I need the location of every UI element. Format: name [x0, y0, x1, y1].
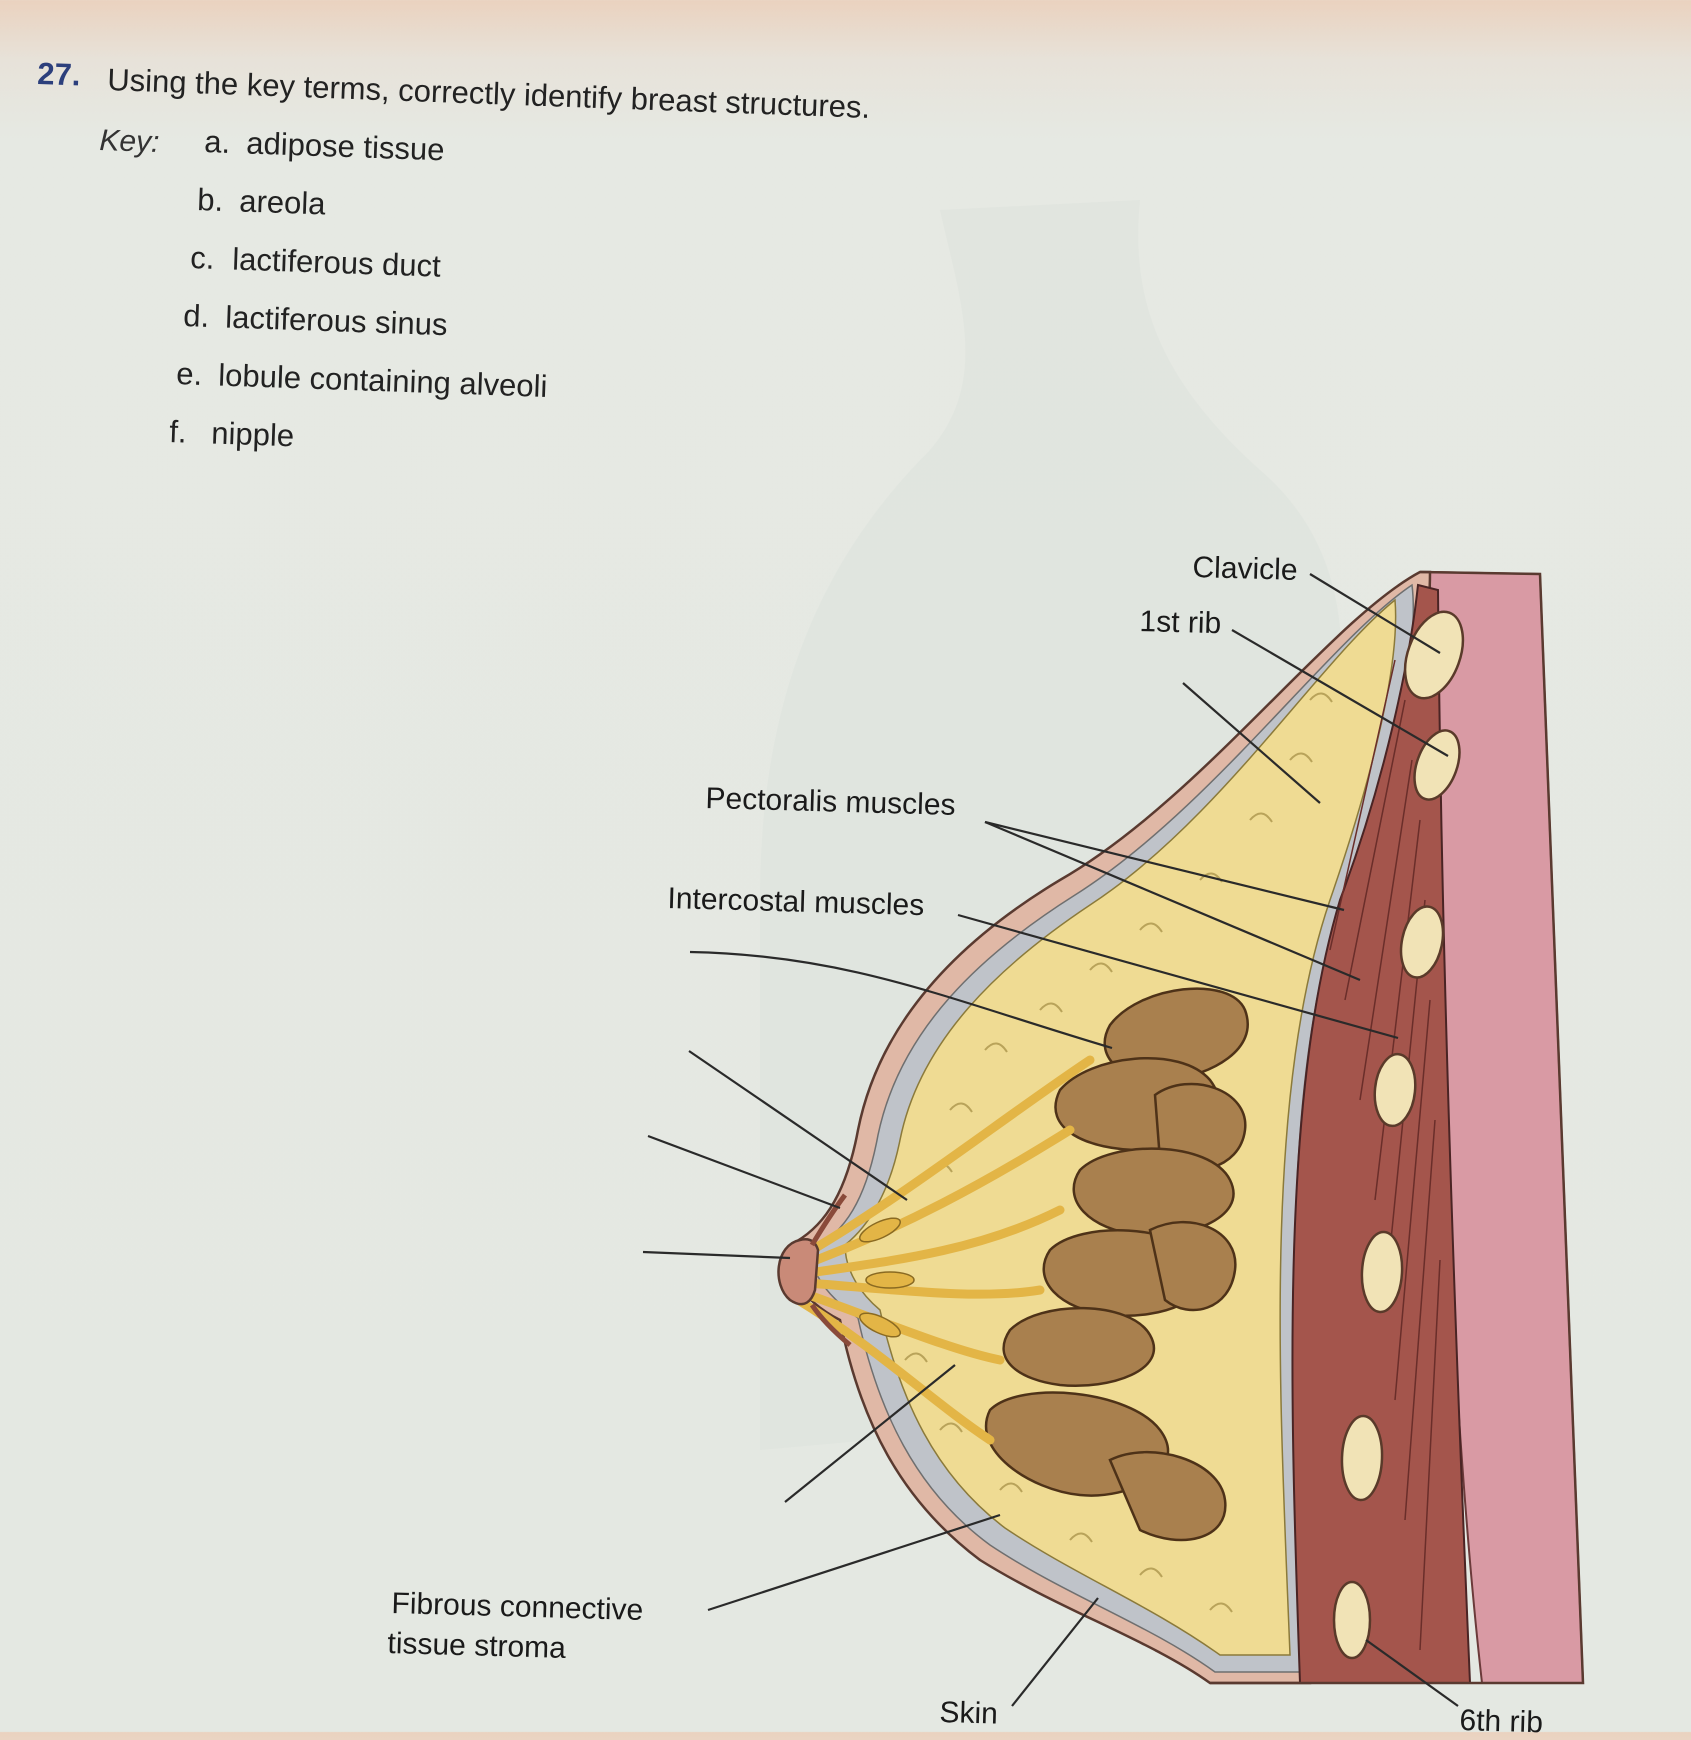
key-item-term: lactiferous sinus — [224, 299, 449, 343]
key-item-letter: a. — [203, 124, 231, 160]
clavicle-bone — [1403, 610, 1465, 700]
label-stroma-line1: Fibrous connective — [391, 1587, 644, 1628]
chest-wall-outline — [1210, 570, 1585, 1685]
question-number: 27. — [36, 56, 82, 93]
blank-leader-4 — [647, 1134, 841, 1210]
ribs — [1332, 610, 1465, 1660]
blank-leader-1 — [1182, 682, 1321, 804]
key-item-letter: d. — [182, 298, 210, 334]
key-item-letter: b. — [196, 182, 224, 218]
label-stroma-line2: tissue stroma — [387, 1627, 567, 1665]
label-first-rib: 1st rib — [1139, 605, 1222, 641]
pectoralis-muscle — [1291, 583, 1472, 1684]
label-sixth-rib: 6th rib — [1459, 1704, 1544, 1740]
pectoralis-leader-1 — [984, 820, 1345, 912]
key-item-letter: c. — [189, 240, 216, 276]
blank-leader-6 — [784, 1364, 956, 1503]
stroma-leader — [707, 1513, 1001, 1612]
skin-leader — [1011, 1597, 1099, 1707]
key-item-term: nipple — [210, 415, 295, 454]
label-intercostal-muscles: Intercostal muscles — [667, 882, 925, 923]
first-rib-bone — [1413, 729, 1461, 801]
intercostal-leader — [957, 913, 1399, 1040]
blank-leader-3 — [688, 1050, 908, 1201]
key-item-term: lactiferous duct — [231, 241, 442, 284]
lactiferous-sinuses — [859, 1217, 915, 1338]
key-item-term: areola — [238, 183, 327, 222]
rib-5 — [1360, 1230, 1404, 1314]
lobules — [984, 987, 1249, 1542]
clavicle-leader — [1309, 573, 1441, 654]
lactiferous-ducts — [790, 1055, 1095, 1445]
sixth-rib-leader — [1365, 1639, 1459, 1707]
nipple — [777, 1238, 820, 1306]
key-item-areola: b. areola — [197, 182, 326, 222]
leader-lines — [642, 573, 1459, 1707]
pectoralis-leader-2 — [984, 820, 1361, 982]
key-item-term: adipose tissue — [245, 125, 446, 168]
blank-leader-2 — [689, 950, 1113, 1050]
key-label: Key: — [98, 124, 160, 160]
muscle-fibers — [1329, 659, 1441, 1651]
key-item-letter: e. — [175, 356, 203, 392]
rib-6 — [1340, 1414, 1384, 1502]
areola — [809, 1193, 852, 1347]
key-item-letter: f. — [168, 414, 188, 450]
key-item-nipple: f. nipple — [169, 414, 295, 454]
rib-3 — [1399, 905, 1445, 979]
first-rib-leader — [1231, 629, 1449, 757]
label-skin: Skin — [939, 1696, 999, 1731]
adipose-lobules — [904, 692, 1333, 1613]
label-pectoralis-muscles: Pectoralis muscles — [705, 782, 956, 822]
rib-4 — [1373, 1052, 1417, 1128]
rib-7 — [1332, 1580, 1372, 1660]
label-clavicle: Clavicle — [1192, 551, 1298, 587]
blank-leader-5 — [642, 1250, 791, 1260]
